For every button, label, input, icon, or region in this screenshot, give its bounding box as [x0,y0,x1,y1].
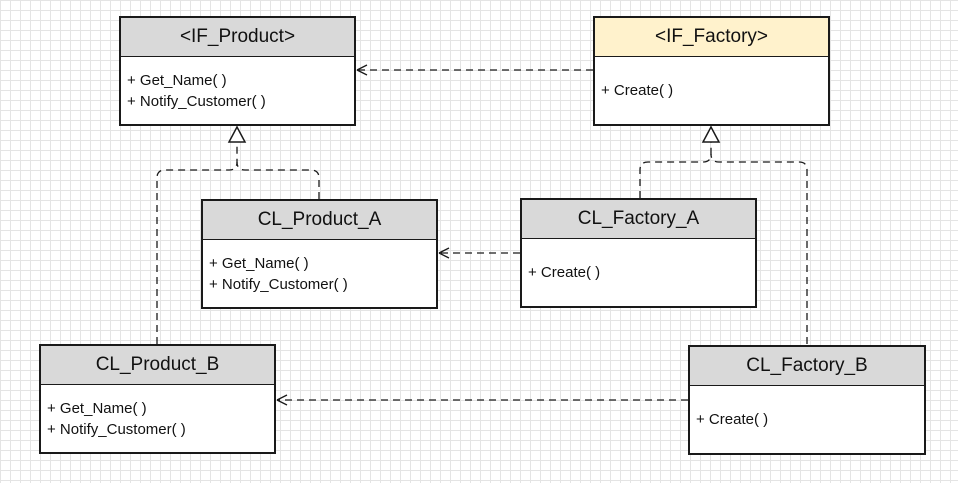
class-cl-factory-b[interactable]: CL_Factory_B + Create( ) [688,345,926,455]
method-get-name: + Get_Name( ) [127,71,227,89]
method-get-name: + Get_Name( ) [47,399,147,417]
class-cl-product-a-name: CL_Product_A [203,201,436,240]
method-notify-customer: + Notify_Customer( ) [209,275,348,293]
class-if-product-methods: + Get_Name( ) + Notify_Customer( ) [121,57,354,124]
method-notify-customer: + Notify_Customer( ) [127,92,266,110]
realization-head-if-factory [701,125,721,143]
class-cl-factory-b-methods: + Create( ) [690,386,924,453]
class-cl-product-b-methods: + Get_Name( ) + Notify_Customer( ) [41,385,274,452]
realization-head-if-product [227,125,247,143]
method-get-name: + Get_Name( ) [209,254,309,272]
class-cl-factory-b-name: CL_Factory_B [690,347,924,386]
class-cl-product-b[interactable]: CL_Product_B + Get_Name( ) + Notify_Cust… [39,344,276,454]
class-if-product[interactable]: <IF_Product> + Get_Name( ) + Notify_Cust… [119,16,356,126]
class-cl-product-a-methods: + Get_Name( ) + Notify_Customer( ) [203,240,436,307]
class-if-factory-methods: + Create( ) [595,57,828,124]
class-if-factory[interactable]: <IF_Factory> + Create( ) [593,16,830,126]
method-create: + Create( ) [696,411,769,428]
realization-product-b-to-if-product [156,142,238,344]
class-cl-factory-a[interactable]: CL_Factory_A + Create( ) [520,198,757,308]
class-cl-factory-a-methods: + Create( ) [522,239,755,306]
realization-product-a-to-if-product [236,161,320,199]
realization-factory-a-to-if-factory [639,142,712,198]
realization-factory-b-to-if-factory [710,153,808,344]
method-create: + Create( ) [528,264,601,281]
class-cl-product-b-name: CL_Product_B [41,346,274,385]
class-cl-product-a[interactable]: CL_Product_A + Get_Name( ) + Notify_Cust… [201,199,438,309]
class-cl-factory-a-name: CL_Factory_A [522,200,755,239]
method-create: + Create( ) [601,82,674,99]
method-notify-customer: + Notify_Customer( ) [47,420,186,438]
class-if-factory-name: <IF_Factory> [595,18,828,57]
class-if-product-name: <IF_Product> [121,18,354,57]
